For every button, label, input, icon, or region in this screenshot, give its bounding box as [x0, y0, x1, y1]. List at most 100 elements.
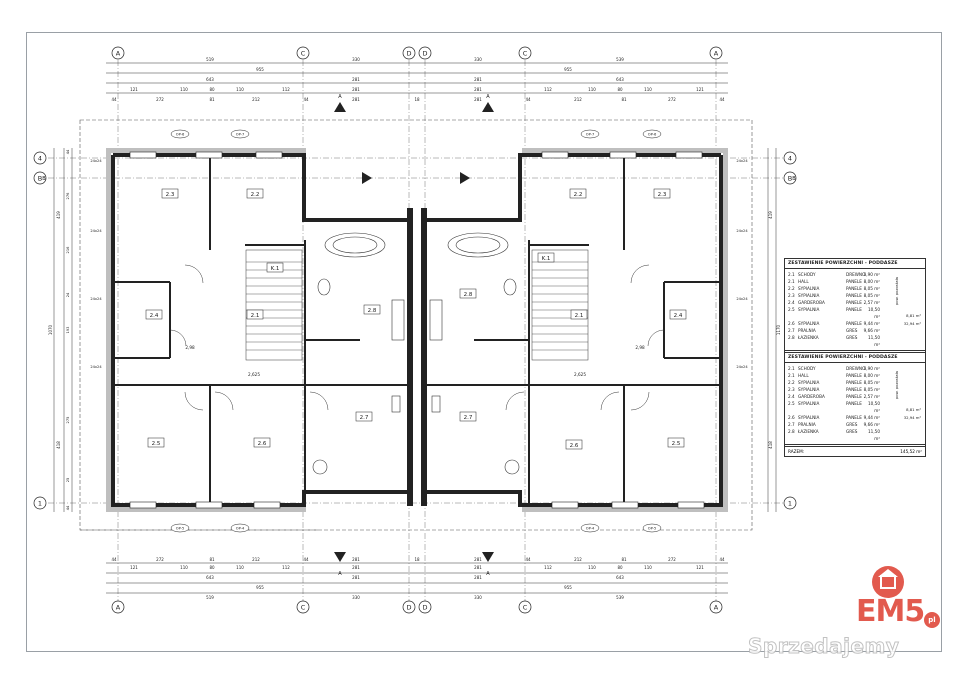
dimension-value: 955 — [564, 67, 572, 72]
room-number: 2.1 — [251, 313, 260, 319]
window-tag: OP-6 — [176, 132, 185, 136]
axis-bubble — [402, 46, 416, 60]
axis-label: 4 — [788, 154, 792, 162]
area-table-cell: SCHODY — [798, 272, 816, 277]
area-table-cell: SYPIALNIA — [798, 321, 820, 326]
dimension-value: 44 — [525, 97, 531, 102]
dimension-value: 643 — [206, 77, 214, 82]
dimension-value: 112 — [544, 87, 552, 92]
window-tag-bubble — [230, 523, 250, 533]
total-area-value: 145,52 m² — [900, 449, 922, 454]
window-tag-bubble — [230, 129, 250, 139]
axis-bubble — [296, 600, 310, 614]
wall-section-label: 24x24 — [736, 365, 748, 369]
area-table-cell: 10,50 m² — [868, 401, 880, 413]
window-tag-bubble — [580, 129, 600, 139]
area-table-cell: 2.5 — [788, 401, 795, 406]
dimension-value: 110 — [180, 565, 188, 570]
area-table-cell: SCHODY — [798, 366, 816, 371]
dimension-value: 121 — [696, 87, 704, 92]
dimension-value: 330 — [352, 595, 360, 600]
room-tag-box — [355, 411, 373, 422]
level-mark: 2,98 — [185, 345, 195, 350]
dimension-value: 112 — [282, 87, 290, 92]
dimension-value: 281 — [352, 77, 360, 82]
dimension-value: 212 — [252, 97, 260, 102]
room-number: 2.2 — [574, 192, 583, 198]
dimension-value: 272 — [156, 557, 164, 562]
room-tag-box — [459, 288, 477, 299]
area-table-cell: ŁAZIENKA — [798, 335, 819, 340]
level-mark: 2,98 — [635, 345, 645, 350]
logo-suffix: pl — [924, 612, 940, 628]
room-number: 2.8 — [368, 308, 377, 314]
area-table-cell: 9,66 m² — [863, 328, 880, 333]
total-area-label: RAZEM: — [788, 449, 805, 454]
axis-label: A — [714, 49, 719, 57]
section-mark-label: A — [486, 94, 490, 100]
dimension-value: 330 — [474, 57, 482, 62]
area-table-cell: 2.4 — [788, 394, 795, 399]
dimension-value: 112 — [544, 565, 552, 570]
room-tag-box — [653, 188, 671, 199]
window-tag-bubble — [170, 523, 190, 533]
room-number: K.1 — [542, 256, 551, 262]
dimension-value: 519 — [206, 595, 214, 600]
area-table-cell: GARDEROBA — [798, 394, 825, 399]
em5-logo[interactable]: EM5 pl — [856, 566, 946, 636]
area-table-cell: 2.3 — [788, 387, 795, 392]
room-number: 2.3 — [658, 192, 667, 198]
axis-bubble — [783, 496, 797, 510]
area-table-cell: 9,44 m² — [863, 415, 880, 420]
dimension-value: 281 — [474, 87, 482, 92]
room-tag-box — [669, 309, 687, 320]
axis-label: A — [714, 603, 719, 611]
axis-bubble — [111, 46, 125, 60]
room-tag-box — [363, 304, 381, 315]
wall-section-label: 24x24 — [736, 229, 748, 233]
area-table-cell: 11,50 m² — [868, 335, 880, 347]
area-table-cell: 2,57 m² — [863, 300, 880, 305]
area-table-cell: DREWNO — [846, 272, 866, 277]
area-table-cell: PANELE — [846, 387, 862, 392]
room-number: 2.3 — [166, 192, 175, 198]
axis-label: C — [523, 603, 528, 611]
dimension-value: 18 — [414, 97, 420, 102]
window-tag: OP-6 — [648, 132, 657, 136]
dimension-value: 281 — [474, 557, 482, 562]
dimension-value: 81 — [209, 97, 215, 102]
room-tag-box — [570, 309, 588, 320]
axis-label: D — [406, 603, 411, 611]
dimension-value: 110 — [588, 87, 596, 92]
area-table-cell: PANELE — [846, 373, 862, 378]
window-tag: OP-5 — [648, 526, 657, 530]
area-table-cell: PANELE — [846, 394, 862, 399]
area-table-cell: PANELE — [846, 380, 862, 385]
area-table-cell: 9,44 m² — [863, 321, 880, 326]
axis-label: 4 — [38, 154, 42, 162]
dimension-value: 44 — [66, 505, 70, 510]
area-table-cell: ŁAZIENKA — [798, 429, 819, 434]
section-mark-label: B — [364, 176, 368, 182]
area-table-cell: PANELE — [846, 293, 862, 298]
dimension-value: 44 — [719, 97, 725, 102]
room-number: 2.7 — [360, 415, 369, 421]
area-table-cell: 2.7 — [788, 422, 795, 427]
area-table-cell: 2.5 — [788, 307, 795, 312]
area-table-cell: PANELE — [846, 300, 862, 305]
dimension-value: 419 — [56, 211, 61, 219]
dimension-value: 193 — [66, 327, 70, 334]
room-tag-box — [569, 188, 587, 199]
axis-bubble — [418, 600, 432, 614]
room-tag-box — [253, 437, 271, 448]
area-table-cell: SYPIALNIA — [798, 387, 820, 392]
